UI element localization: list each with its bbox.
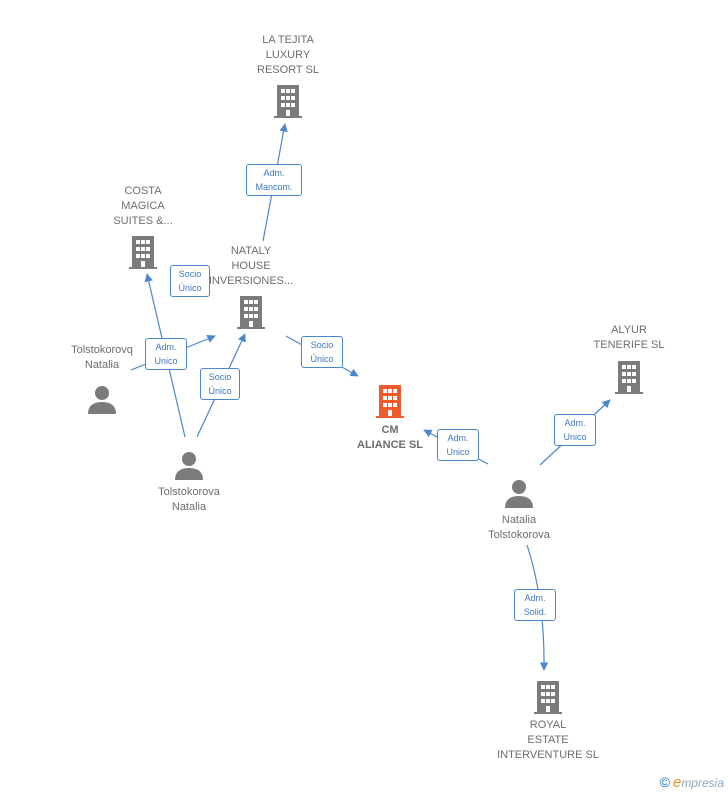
edge-label-line: Único [178,283,202,293]
edge-label-line: Único [208,386,232,396]
edge-label-line: Socio [208,372,232,382]
edge-label-adm-unico[interactable]: Adm. Unico [145,338,187,370]
person-node-natalia-tolstokorova[interactable]: Natalia Tolstokorova [469,478,569,543]
edge-label-line: Socio [310,340,334,350]
edge-label-adm-solid[interactable]: Adm. Solid. [514,589,556,621]
person-node-tolstokorova-natalia[interactable]: Tolstokorova Natalia [139,450,239,515]
building-icon [534,681,562,714]
empresia-logo[interactable]: ©empresia [660,774,724,791]
edge-label-line: Adm. [263,168,285,178]
person-name-line: Natalia [501,514,537,526]
edge-label-line: Adm. [155,342,177,352]
edge-label-adm-unico[interactable]: Adm. Unico [554,414,596,446]
edge-label-adm-unico[interactable]: Adm. Unico [437,429,479,461]
edge-label-line: Adm. [447,433,469,443]
company-name-line: ALYUR [611,324,647,336]
edge-label-adm-mancom[interactable]: Adm. Mancom. [246,164,302,196]
company-name-line: ROYAL [529,719,567,731]
company-name-line: NATALY [230,245,272,257]
edge-label-socio-unico[interactable]: Socio Único [170,265,210,297]
person-name-line: Natalia [84,359,120,371]
company-node-costa-magica[interactable]: COSTA MAGICA SUITES &... [93,184,193,270]
person-name-line: Tolstokorova [158,486,220,498]
edge-label-socio-unico[interactable]: Socio Único [301,336,343,368]
company-name-line: COSTA [124,185,162,197]
brand-text: mpresia [681,776,724,790]
building-icon-highlighted [376,385,404,418]
edge-label-line: Socio [178,269,202,279]
company-name-line: LA TEJITA [262,34,314,46]
edge-label-line: Adm. [524,593,546,603]
company-name-line: ESTATE [527,734,569,746]
edge-label-socio-unico[interactable]: Socio Único [200,368,240,400]
company-node-la-tejita[interactable]: LA TEJITA LUXURY RESORT SL [238,33,338,119]
edge-label-line: Unico [154,356,178,366]
company-node-cm-aliance[interactable]: CM ALIANCE SL [340,383,440,453]
company-name-line: HOUSE [231,260,271,272]
edge-label-line: Solid. [523,607,547,617]
company-name-line: RESORT SL [257,64,319,76]
edge-label-line: Único [310,354,334,364]
brand-letter: e [672,774,682,791]
person-name-line: Tolstokorova [488,529,550,541]
edge-label-line: Adm. [564,418,586,428]
building-icon [615,361,643,394]
copyright-icon: © [659,774,670,790]
building-icon [129,236,157,269]
company-name-line: LUXURY [265,49,311,61]
company-name-line: ALIANCE SL [357,439,423,451]
company-name-line: TENERIFE SL [593,339,665,351]
person-icon [88,386,116,414]
building-icon [237,296,265,329]
person-name-line: Tolstokorovq [71,344,133,356]
edge-label-line: Unico [446,447,470,457]
company-node-royal-estate[interactable]: ROYAL ESTATE INTERVENTURE SL [488,679,608,763]
person-icon [505,480,533,508]
company-name-line: INVERSIONES... [208,275,294,287]
building-icon [274,85,302,118]
company-name-line: CM [381,424,399,436]
person-name-line: Natalia [171,501,207,513]
company-name-line: MAGICA [121,200,165,212]
company-name-line: INTERVENTURE SL [497,749,599,761]
edge-label-line: Unico [563,432,587,442]
company-name-line: SUITES &... [113,215,173,227]
person-node-tolstokorovq-natalia[interactable]: Tolstokorovq Natalia [52,343,152,414]
company-node-alyur-tenerife[interactable]: ALYUR TENERIFE SL [579,323,679,395]
company-node-nataly-house[interactable]: NATALY HOUSE INVERSIONES... [196,244,306,330]
person-icon [175,452,203,480]
edge-label-line: Mancom. [255,182,293,192]
